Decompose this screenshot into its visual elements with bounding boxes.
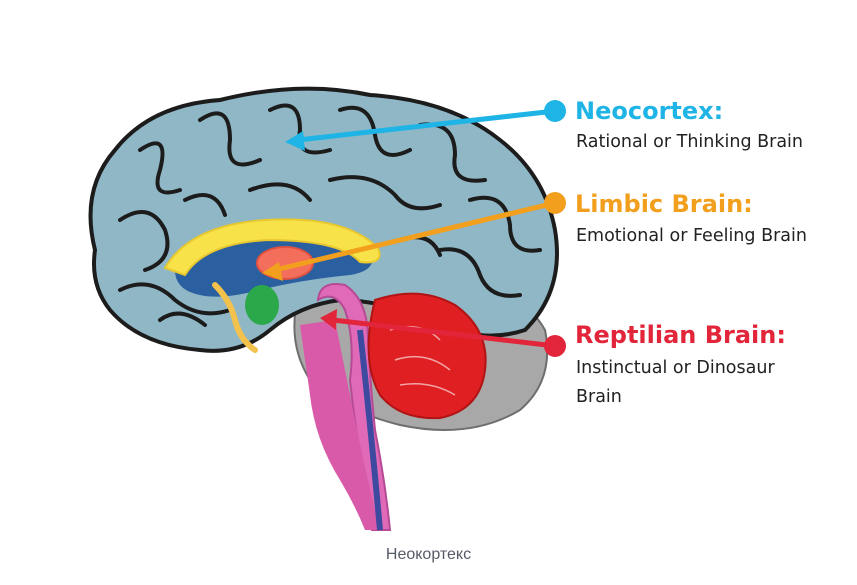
brain-diagram: Neocortex: Rational or Thinking Brain Li… (88, 86, 807, 531)
neocortex-pointer-dot (544, 100, 566, 122)
limbic-yellow-arc (163, 218, 381, 277)
reptilian-pointer-arrow (320, 309, 337, 330)
neocortex-pointer-arrow (285, 131, 305, 151)
limbic-yellow-tail (212, 282, 258, 353)
reptilian-title: Reptilian Brain: (575, 321, 786, 349)
reptilian-description-line1: Instinctual or Dinosaur (576, 358, 775, 378)
limbic-pointer-arrow (262, 262, 283, 281)
reptilian-pointer-line (332, 317, 556, 349)
spinal-cord (357, 329, 383, 531)
cerebellum (367, 292, 487, 420)
neocortex-title: Neocortex: (575, 97, 724, 125)
reptilian-pointer-dot (544, 335, 566, 357)
neocortex-pointer-line (297, 108, 556, 143)
limbic-pointer-dot (544, 192, 566, 214)
limbic-description: Emotional or Feeling Brain (576, 226, 807, 246)
brainstem-front (300, 320, 380, 530)
neocortex-description: Rational or Thinking Brain (576, 132, 804, 152)
amygdala (245, 285, 279, 325)
reptilian-description-line2: Brain (576, 387, 622, 407)
figure-caption: Неокортекс (385, 546, 472, 563)
limbic-pointer-line (274, 200, 556, 273)
limbic-title: Limbic Brain: (575, 190, 753, 218)
